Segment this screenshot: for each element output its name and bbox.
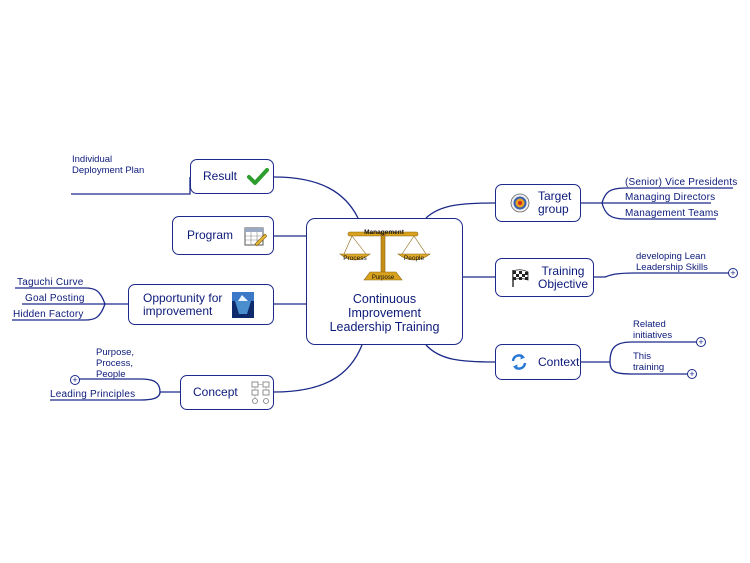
scale-label-left: Process [343, 255, 367, 262]
leaf-line: Related [633, 319, 666, 330]
leaf-hidden-factory[interactable]: Hidden Factory [13, 309, 84, 320]
label-line: Objective [538, 276, 589, 291]
leaf-individual-deployment-plan[interactable]: Individual Deployment Plan [72, 154, 144, 176]
scale-label-base: Purpose [372, 275, 395, 281]
scale-label-top: Management [364, 229, 405, 236]
refresh-icon [511, 354, 527, 370]
expand-purpose-icon[interactable]: + [70, 375, 80, 385]
label-line: improvement [143, 303, 213, 318]
leaf-senior-vice-presidents[interactable]: (Senior) Vice Presidents [625, 177, 738, 188]
leaf-developing-lean-leadership[interactable]: developing Lean Leadership Skills [636, 251, 708, 273]
expand-training-objective-icon[interactable]: + [728, 268, 738, 278]
label-line: Opportunity for [143, 290, 223, 305]
balance-scale-icon: Management Process People Purpose [339, 229, 431, 281]
leaf-managing-directors[interactable]: Managing Directors [625, 192, 716, 203]
topic-target-group-label: Target group [538, 190, 571, 216]
leaf-line: Individual [72, 154, 113, 165]
iceberg-icon [232, 291, 255, 318]
central-title-line: Continuous [352, 292, 417, 306]
leaf-line: developing Lean [636, 251, 706, 262]
calendar-edit-icon [244, 227, 268, 246]
topic-context[interactable]: Context [495, 344, 581, 380]
flow-diagram-icon [251, 381, 270, 404]
topic-context-label: Context [538, 354, 580, 369]
topic-opportunity-label: Opportunity for improvement [143, 290, 223, 318]
leaf-this-training[interactable]: This training [633, 351, 664, 373]
label-line: Target [538, 189, 572, 203]
topic-result-label: Result [203, 169, 238, 183]
topic-program[interactable]: Program [172, 216, 274, 255]
leaf-related-initiatives[interactable]: Related initiatives [633, 319, 672, 341]
leaf-line: Process, [96, 358, 133, 369]
leaf-line: Leadership Skills [636, 262, 708, 273]
topic-training-objective[interactable]: Training Objective [495, 258, 594, 297]
central-title-line: Improvement [348, 306, 421, 320]
leaf-line: initiatives [633, 330, 673, 341]
topic-concept[interactable]: Concept [180, 375, 274, 410]
topic-target-group[interactable]: Target group [495, 184, 581, 222]
topic-opportunity[interactable]: Opportunity for improvement [128, 284, 274, 325]
expand-this-training-icon[interactable]: + [687, 369, 697, 379]
central-title: Continuous Improvement Leadership Traini… [306, 292, 463, 334]
topic-concept-label: Concept [193, 385, 238, 399]
label-line: Training [541, 263, 585, 278]
scale-label-right: People [404, 255, 425, 262]
expand-related-initiatives-icon[interactable]: + [696, 337, 706, 347]
leaf-goal-posting[interactable]: Goal Posting [25, 293, 85, 304]
leaf-line: This [633, 351, 651, 362]
topic-result[interactable]: Result [190, 159, 274, 194]
leaf-leading-principles[interactable]: Leading Principles [50, 389, 136, 400]
target-icon [510, 193, 530, 213]
leaf-line: training [633, 362, 665, 373]
checkmark-icon [247, 167, 270, 185]
topic-training-objective-label: Training Objective [538, 263, 589, 291]
checkered-flag-icon [512, 268, 529, 287]
leaf-line: Deployment Plan [72, 165, 145, 176]
topic-program-label: Program [187, 228, 234, 242]
label-line: group [538, 202, 569, 216]
leaf-line: Purpose, [96, 347, 135, 358]
central-title-line: Leadership Training [329, 320, 440, 334]
leaf-management-teams[interactable]: Management Teams [625, 208, 719, 219]
leaf-line: People [96, 369, 126, 380]
leaf-taguchi-curve[interactable]: Taguchi Curve [17, 277, 84, 288]
leaf-purpose-process-people[interactable]: Purpose, Process, People [96, 347, 134, 380]
